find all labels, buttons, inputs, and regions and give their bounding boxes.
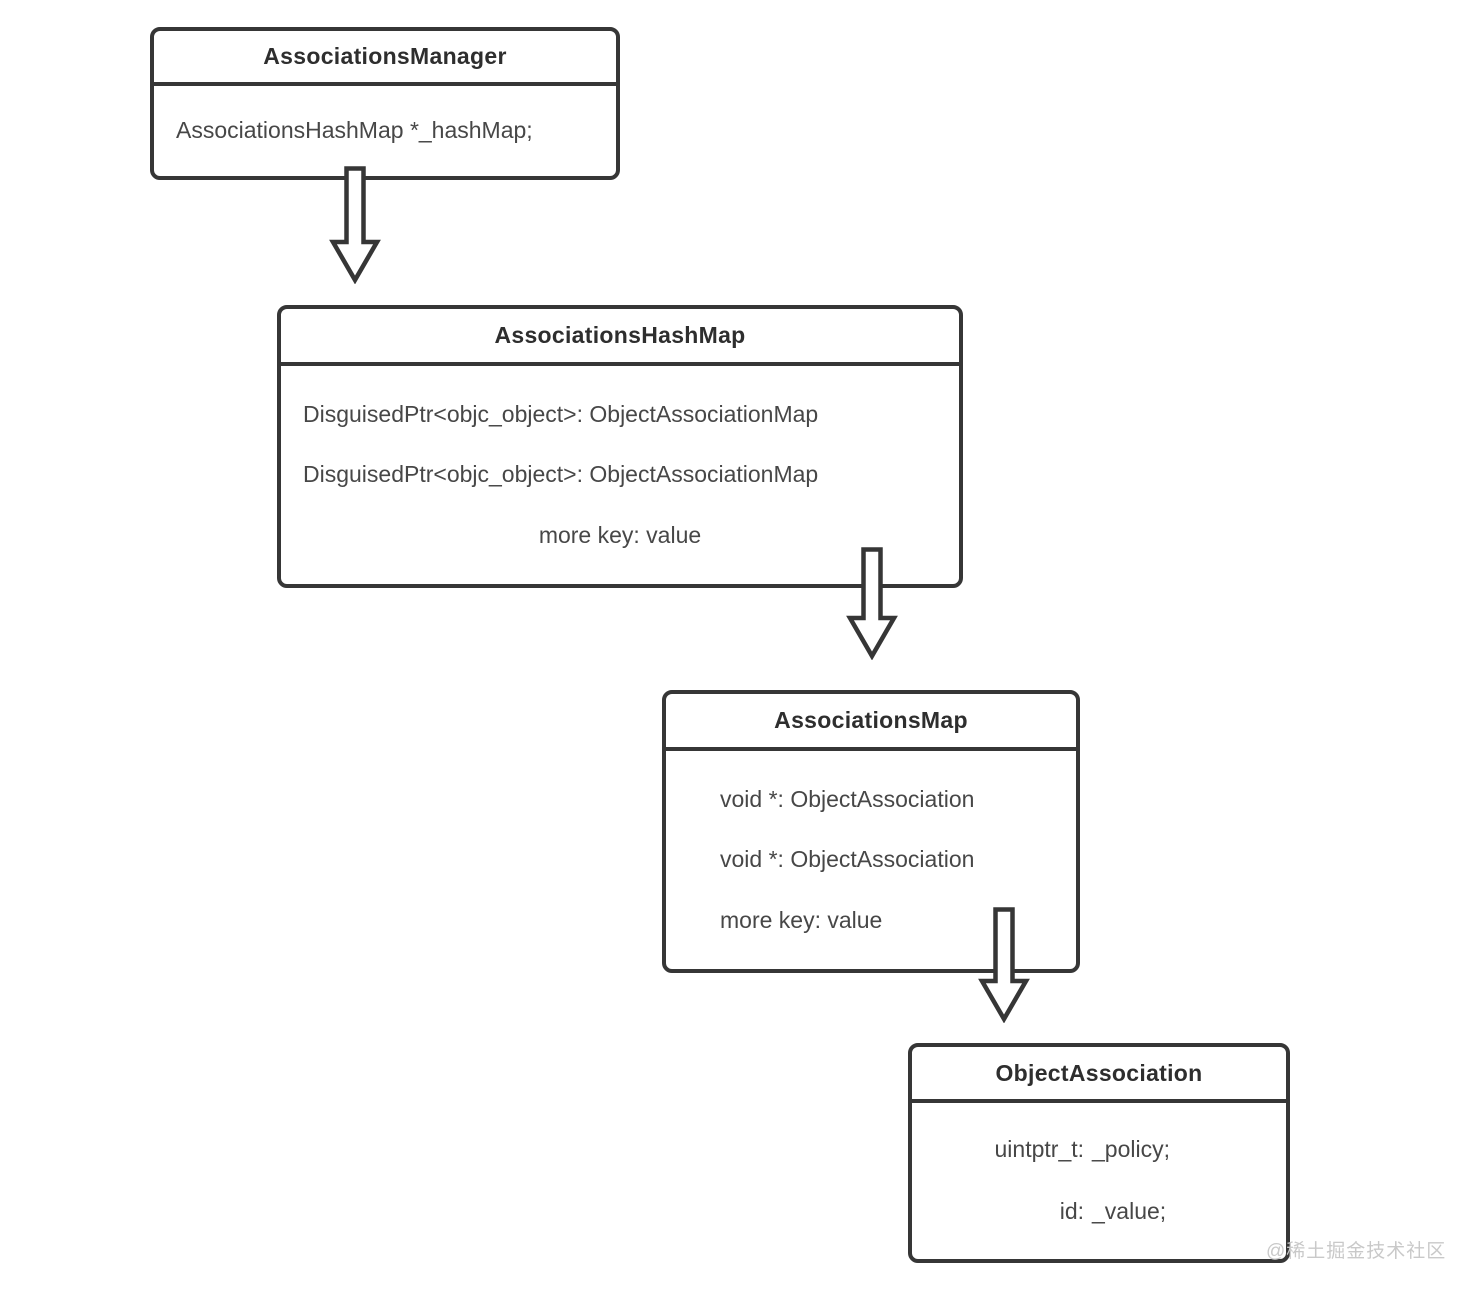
class-body-associations-hashmap: DisguisedPtr<objc_object>: ObjectAssocia… [281, 366, 959, 584]
class-box-associations-manager: AssociationsManager AssociationsHashMap … [150, 27, 620, 180]
class-field: uintptr_t: _policy; [912, 1136, 1286, 1164]
class-box-object-association: ObjectAssociation uintptr_t: _policy; id… [908, 1043, 1290, 1263]
class-body-object-association: uintptr_t: _policy; id: _value; [912, 1103, 1286, 1259]
class-title-associations-hashmap: AssociationsHashMap [281, 309, 959, 366]
down-arrow-hashmap-to-map [846, 547, 898, 660]
class-field: more key: value [538, 521, 702, 548]
class-field: id: _value; [912, 1198, 1286, 1226]
class-field: DisguisedPtr<objc_object>: ObjectAssocia… [303, 400, 819, 427]
class-field: DisguisedPtr<objc_object>: ObjectAssocia… [303, 461, 819, 488]
down-arrow-manager-to-hashmap [329, 166, 381, 284]
class-title-associations-manager: AssociationsManager [154, 31, 616, 86]
field-key: id: [1059, 1198, 1085, 1225]
class-field: void *: ObjectAssociation [720, 846, 975, 873]
class-body-associations-map: void *: ObjectAssociation void *: Object… [666, 751, 1076, 969]
class-box-associations-hashmap: AssociationsHashMap DisguisedPtr<objc_ob… [277, 305, 963, 588]
field-key: uintptr_t: [994, 1136, 1085, 1163]
field-value: _value; [1092, 1198, 1167, 1225]
class-field: AssociationsHashMap *_hashMap; [176, 117, 533, 144]
down-arrow-map-to-association [978, 907, 1030, 1023]
class-body-associations-manager: AssociationsHashMap *_hashMap; [154, 86, 616, 176]
class-field: more key: value [720, 906, 883, 933]
field-value: _policy; [1092, 1136, 1170, 1163]
class-title-object-association: ObjectAssociation [912, 1047, 1286, 1103]
class-title-associations-map: AssociationsMap [666, 694, 1076, 751]
watermark: @稀土掘金技术社区 [1266, 1241, 1447, 1262]
class-field: void *: ObjectAssociation [720, 785, 975, 812]
